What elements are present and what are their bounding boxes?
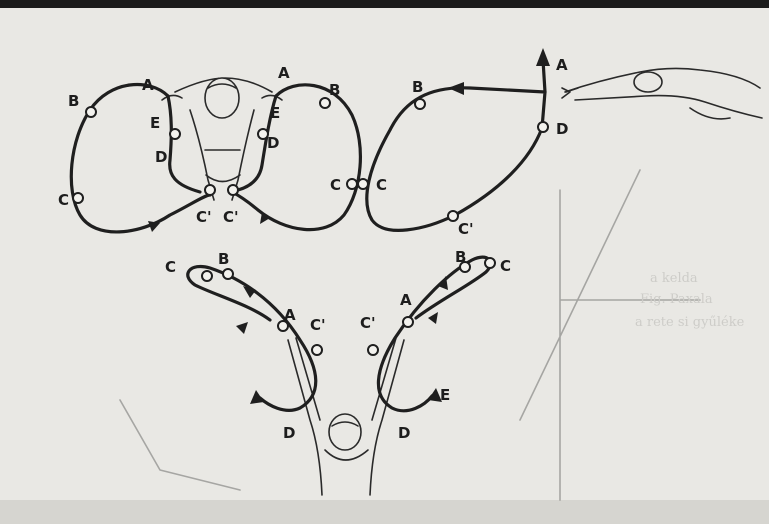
point-c-right [347, 179, 357, 189]
point-cprime-left [205, 185, 215, 195]
label-a-right: A [278, 64, 290, 82]
back-label-b-right: B [455, 248, 466, 266]
point-b-left [86, 107, 96, 117]
side-label-a: A [556, 56, 568, 74]
back-point-c-left [202, 271, 212, 281]
back-point-cprime-left [312, 345, 322, 355]
side-point-d [538, 122, 548, 132]
back-label-c-left: C [165, 258, 176, 276]
label-cprime-left: C' [196, 208, 212, 226]
back-label-cprime-left: C' [310, 316, 326, 334]
label-e-left: E [150, 114, 160, 132]
label-c-left: C [58, 191, 69, 209]
side-point-b [415, 99, 425, 109]
side-label-d: D [556, 120, 568, 138]
label-c-right: C [330, 176, 341, 194]
back-label-a-right: A [400, 291, 412, 309]
side-point-c [358, 179, 368, 189]
side-point-cprime [448, 211, 458, 221]
back-label-b-left: B [218, 250, 229, 268]
bleed-text-2: Fig. Paxala [640, 292, 713, 307]
side-label-cprime: C' [458, 220, 474, 238]
paper-shadow-edge [0, 500, 769, 524]
point-b-right [320, 98, 330, 108]
back-point-c-right [485, 258, 495, 268]
back-label-c-right: C [500, 257, 511, 275]
back-point-cprime-right [368, 345, 378, 355]
back-label-d-right: D [398, 424, 410, 442]
back-label-a-left: A [284, 306, 296, 324]
back-label-e-right: E [440, 386, 450, 404]
label-e-right: E [270, 104, 280, 122]
label-d-right: D [267, 134, 279, 152]
bleed-text-1: a kelda [650, 271, 698, 286]
label-cprime-right: C' [223, 208, 239, 226]
label-a-left: A [142, 76, 154, 94]
back-point-a-right [403, 317, 413, 327]
side-label-c: C [376, 176, 387, 194]
label-d-left: D [155, 148, 167, 166]
label-b-left: B [68, 92, 79, 110]
back-label-cprime-right: C' [360, 314, 376, 332]
bleed-text-3: a rete si gyűléke [635, 315, 745, 330]
side-label-b: B [412, 78, 423, 96]
label-b-right: B [329, 81, 340, 99]
back-point-b-left [223, 269, 233, 279]
point-e-left [170, 129, 180, 139]
point-cprime-right [228, 185, 238, 195]
back-label-d-left: D [283, 424, 295, 442]
point-c-left [73, 193, 83, 203]
